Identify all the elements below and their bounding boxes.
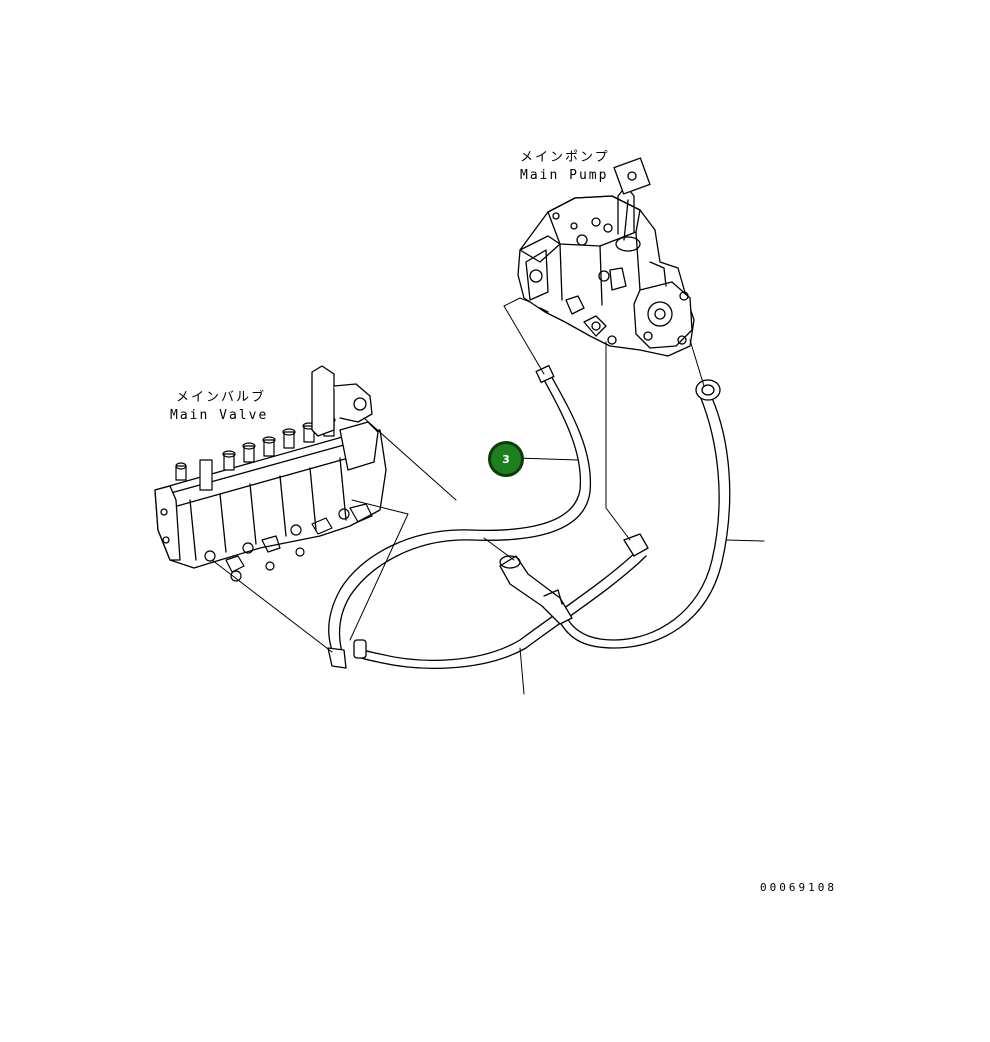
main-valve <box>154 365 387 582</box>
callout-3[interactable]: 3 <box>488 441 524 477</box>
hoses <box>327 364 731 669</box>
main-pump-label-jp: メインポンプ <box>520 150 610 165</box>
main-valve-label-jp: メインバルブ <box>176 390 267 405</box>
leader-lines <box>211 297 765 695</box>
main-valve-label-en: Main Valve <box>170 408 269 423</box>
main-pump-label-en: Main Pump <box>520 168 609 183</box>
main-pump <box>517 157 695 357</box>
callout-number: 3 <box>502 452 510 466</box>
reference-number: 00069108 <box>760 881 837 894</box>
